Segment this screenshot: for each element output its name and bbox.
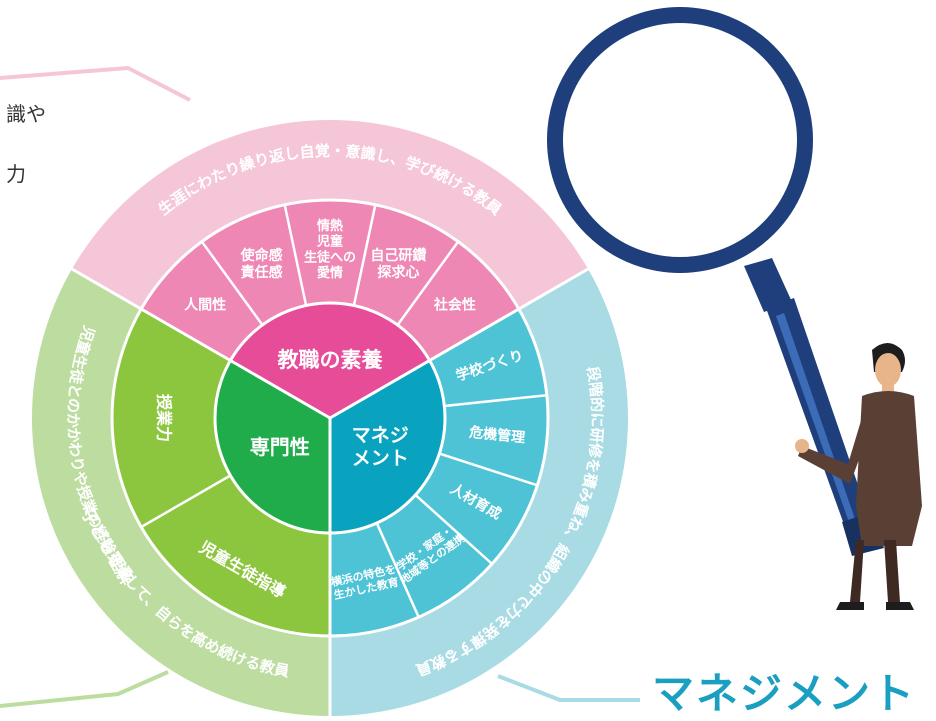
person-hand [795,439,809,453]
wheel-dividers [71,198,589,716]
callout-line-top [0,65,191,102]
management-heading: マネジメント [652,669,917,718]
callout-lines [0,65,640,708]
person-neck [882,383,894,393]
pink-segment-label-line: 探求心 [377,264,419,281]
pink-segment-label-line: 人間性 [184,297,226,314]
pink-segment-label-line: 責任感 [241,264,283,281]
green-core [215,360,330,533]
core-label-green: 専門性 [250,435,310,459]
person-illustration [795,343,922,610]
partial-side-text-1: 識や [6,102,46,126]
green-segment-label-line: 授業力 [155,394,174,442]
partial-side-text-2: 力 [6,162,26,186]
pink-segment-label-line: 情熱 [317,218,343,234]
core-label-green-line: 専門性 [250,435,310,459]
core-label-blue: マネジメント [352,425,409,470]
magnifier-lens [547,7,813,273]
person-shoes [836,602,914,610]
core-label-blue-line: メント [352,447,409,469]
blue-outer-ring [330,269,628,716]
wheel [31,120,628,716]
person-jacket [856,391,922,546]
core-label-pink: 教職の素養 [278,348,384,372]
pink-outer-ring [71,120,589,309]
pink-segment-label: 人間性 [184,297,226,314]
blue-core [330,360,445,533]
pink-segment-label-line: 自己研鑽 [370,247,426,264]
blue-segment-label: 危機管理 [467,424,525,447]
blue-middle-ring [330,309,548,636]
pink-segment-label: 社会性 [433,297,476,314]
pink-segment-label-line: 社会性 [433,297,476,314]
core-label-pink-line: 教職の素養 [278,348,384,372]
pink-segment-label-line: 使命感 [240,247,283,264]
blue-segment-label-line: 危機管理 [467,424,525,447]
pink-segment-label-line: 愛情 [317,265,343,281]
pink-middle-ring [141,200,519,361]
green-middle-ring [112,309,330,636]
callout-line-bottom-right [497,674,640,702]
person-arm [798,404,872,484]
person-head [875,353,901,387]
pink-segment-label-line: 児童 [316,234,343,250]
green-outer-ring [31,269,331,716]
green-segment-label: 授業力 [155,394,174,442]
person-legs [850,540,900,602]
pink-segment-label-line: 生徒への [304,249,356,265]
callout-line-bottom-left [0,670,169,708]
core-label-blue-line: マネジ [352,425,409,447]
